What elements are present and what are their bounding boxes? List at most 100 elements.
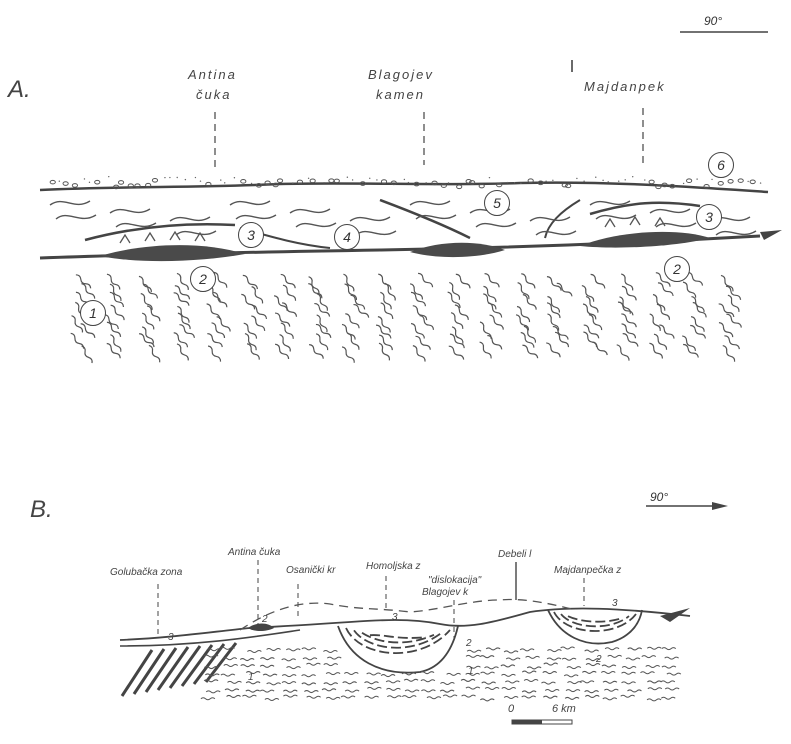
- sand-dot: [583, 180, 584, 181]
- schist-mark: [585, 650, 599, 652]
- schist-mark: [379, 302, 393, 320]
- pebble: [566, 184, 571, 188]
- schist-mark: [106, 342, 122, 359]
- schist-mark: [567, 667, 581, 669]
- schist-mark: [480, 656, 494, 658]
- schist-mark: [227, 695, 241, 697]
- fold-line: [596, 215, 636, 219]
- schist-mark: [446, 291, 461, 309]
- schist-mark: [287, 667, 301, 669]
- schist-mark: [585, 695, 599, 697]
- unit-num-3-golubacka: 3: [168, 632, 174, 643]
- section-a-drawing: [0, 0, 791, 400]
- schist-mark: [622, 332, 639, 347]
- schist-mark: [546, 296, 560, 314]
- schist-mark: [566, 690, 580, 692]
- schist-mark: [377, 273, 392, 290]
- schist-mark: [647, 647, 661, 649]
- schist-mark: [501, 674, 515, 676]
- pebble: [241, 180, 246, 184]
- unit-label-5: 5: [484, 190, 510, 216]
- sand-dot: [169, 177, 170, 178]
- sand-dot: [602, 180, 603, 181]
- unit-num-2-antina: 2: [262, 614, 268, 625]
- topography: [120, 609, 690, 640]
- schist-mark: [210, 322, 225, 339]
- unit-label-2: 2: [190, 266, 216, 292]
- schist-mark: [417, 272, 434, 288]
- pebble: [718, 182, 723, 186]
- schist-mark: [602, 665, 616, 667]
- schist-mark: [608, 655, 622, 657]
- schist-mark: [178, 324, 195, 339]
- sand-dot: [632, 176, 633, 177]
- fold-line: [176, 231, 216, 235]
- sand-dot: [404, 179, 405, 180]
- section-a-letter: A.: [8, 76, 31, 104]
- locality-antina-cuka: Antina čuka: [228, 548, 280, 558]
- folded-layers: [50, 201, 756, 235]
- schist-mark: [420, 672, 434, 674]
- schist-mark: [225, 689, 239, 691]
- pebble: [457, 185, 462, 189]
- schist-mark: [554, 331, 570, 348]
- schist-mark: [516, 306, 531, 323]
- fold-line: [650, 209, 690, 213]
- schist-mark: [267, 683, 281, 685]
- schist-mark: [412, 345, 427, 363]
- sand-dot: [625, 179, 626, 180]
- schist-mark: [240, 293, 256, 310]
- schist-mark: [427, 697, 441, 699]
- schist-mark: [661, 681, 675, 683]
- schist-mark: [267, 649, 281, 651]
- locality-homoljska: Homoljska z: [366, 562, 420, 572]
- schist-mark: [582, 671, 596, 673]
- schist-mark: [603, 681, 617, 683]
- schist-mark: [552, 325, 569, 340]
- sand-dot: [489, 177, 490, 178]
- locality-antina-line1: Antina: [188, 68, 237, 81]
- scale-start: 0: [508, 704, 514, 715]
- schist-mark: [580, 681, 594, 683]
- sand-dot: [576, 178, 577, 179]
- schist-mark: [543, 672, 557, 674]
- schist-mark: [487, 302, 503, 319]
- pebble: [738, 179, 743, 183]
- sand-dot: [711, 179, 712, 180]
- sand-dot: [507, 182, 508, 183]
- schist-mark: [603, 698, 617, 700]
- schist-mark: [247, 650, 261, 652]
- schist-mark: [662, 648, 676, 650]
- pebble: [152, 179, 157, 183]
- schist-mark: [367, 673, 381, 675]
- schist-mark: [80, 283, 95, 300]
- schist-mark: [246, 690, 260, 692]
- schist-mark: [665, 688, 679, 690]
- section-a: A. 90° Antina čuka Blagojev kamen Majdan…: [0, 0, 791, 400]
- sand-dot: [760, 182, 761, 183]
- schist-mark: [725, 285, 742, 301]
- schist-mark: [647, 681, 661, 683]
- schist-mark: [260, 658, 274, 660]
- schist-mark: [461, 679, 475, 681]
- sand-dot: [164, 177, 165, 178]
- schist-mark: [502, 687, 516, 689]
- schist-mark: [302, 675, 316, 677]
- schist-mark: [243, 322, 258, 339]
- schist-mark: [322, 689, 336, 691]
- orientation-b-label: 90°: [650, 490, 668, 504]
- golubacka-hatching: [122, 643, 236, 696]
- fold-line: [716, 231, 756, 235]
- pebble: [95, 180, 100, 184]
- schist-mark: [527, 667, 541, 669]
- schist-mark: [206, 691, 220, 693]
- schist-mark: [207, 345, 222, 363]
- schist-mark: [377, 316, 392, 334]
- schist-mark: [315, 333, 329, 351]
- schist-mark: [647, 699, 661, 701]
- scale-end: 6 km: [552, 704, 576, 715]
- schist-mark: [365, 696, 379, 698]
- fold-line: [536, 231, 576, 235]
- schist-mark: [280, 273, 297, 289]
- basement-schists: [201, 647, 681, 701]
